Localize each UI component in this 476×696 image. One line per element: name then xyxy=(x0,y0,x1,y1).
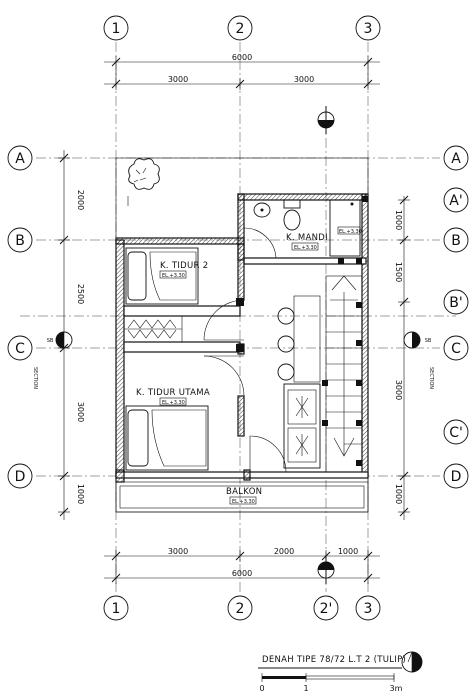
dim-left-3: 3000 xyxy=(76,402,85,422)
bed-master-bedroom xyxy=(125,405,209,471)
grid-row-right-bp: B' xyxy=(449,295,462,311)
grid-row-left-b: B xyxy=(15,233,25,249)
grid-col-bottom-1: 1 xyxy=(112,601,121,617)
room-level-balcony: EL.+3.30 xyxy=(232,499,255,505)
grid-col-top-3: 3 xyxy=(364,21,373,37)
section-side-label-right: SECTION xyxy=(428,367,434,389)
grid-col-bottom-2: 2 xyxy=(236,601,245,617)
grid-bubbles-bottom: 1 2 2' 3 xyxy=(103,595,381,621)
dims-bottom: 3000 2000 1000 6000 xyxy=(104,547,380,584)
dim-left-2: 2500 xyxy=(76,284,85,304)
grid-row-right-a: A xyxy=(451,151,461,167)
small-level-tag: EL.+3.30 xyxy=(339,229,362,235)
room-name-bedroom-2: K. TIDUR 2 xyxy=(160,261,208,271)
room-name-bathroom: K. MANDI xyxy=(286,233,328,243)
dims-top: 6000 3000 3000 xyxy=(104,53,380,90)
grid-row-left-c: C xyxy=(15,341,25,357)
room-name-balcony: BALKON xyxy=(226,487,262,497)
dim-bottom-total: 6000 xyxy=(232,569,252,578)
grid-row-left-d: D xyxy=(15,469,26,485)
grid-col-top-2: 2 xyxy=(236,21,245,37)
scale-label-1: 1 xyxy=(303,684,308,693)
dim-bottom-seg-2: 2000 xyxy=(274,547,294,556)
section-mark-left: SB xyxy=(47,338,54,344)
dim-bottom-seg-3: 1000 xyxy=(338,547,358,556)
dims-right: 1000 1500 3000 1000 xyxy=(394,195,410,520)
grid-row-right-cp: C' xyxy=(449,425,463,441)
dim-bottom-seg-1: 3000 xyxy=(168,547,188,556)
drawing-title: DENAH TIPE 78/72 L.T 2 (TULIP) xyxy=(262,655,406,665)
scale-label-3m: 3m xyxy=(390,684,403,693)
grid-row-right-ap: A' xyxy=(449,193,462,209)
grid-bubbles-right: A A' B B' C C' D xyxy=(443,145,469,489)
grid-row-right-d: D xyxy=(451,469,462,485)
dim-top-seg-1: 3000 xyxy=(168,75,188,84)
title-block: DENAH TIPE 78/72 L.T 2 (TULIP) 0 1 3m xyxy=(258,651,423,693)
doors xyxy=(203,299,287,473)
dim-left-4: 1000 xyxy=(76,484,85,504)
section-side-label-left: SECTION xyxy=(32,367,38,389)
tree-icon xyxy=(127,158,160,206)
grid-row-right-b: B xyxy=(451,233,461,249)
dim-right-2: 1500 xyxy=(394,262,403,282)
grid-col-bottom-3: 3 xyxy=(364,601,373,617)
dim-top-seg-2: 3000 xyxy=(294,75,314,84)
dim-left-1: 2000 xyxy=(76,190,85,210)
room-level-bedroom-2: EL.+3.30 xyxy=(162,273,185,279)
room-level-bathroom: EL.+3.30 xyxy=(294,245,317,251)
scale-bar-solid xyxy=(262,676,306,679)
section-markers: SB SECTION SB SECTION xyxy=(32,106,434,584)
wardrobes xyxy=(123,315,183,343)
scale-label-0: 0 xyxy=(259,684,264,693)
dim-right-1: 1000 xyxy=(394,210,403,230)
dim-right-4: 1000 xyxy=(394,484,403,504)
stools xyxy=(277,295,321,383)
grid-bubbles-left: A B C D xyxy=(7,145,33,489)
room-labels: K. TIDUR 2 EL.+3.30 K. MANDI EL.+3.30 EL… xyxy=(136,226,362,505)
bed-bedroom-2 xyxy=(125,247,199,305)
stairs xyxy=(322,258,363,473)
building-walls xyxy=(115,157,369,513)
dim-top-total: 6000 xyxy=(232,53,252,62)
grid-row-right-c: C xyxy=(451,341,461,357)
grid-axes xyxy=(20,42,456,592)
sofa xyxy=(283,383,321,469)
grid-bubbles-top: 1 2 3 xyxy=(103,15,381,41)
grid-col-bottom-2p: 2' xyxy=(320,601,333,617)
room-level-master-bedroom: EL.+3.30 xyxy=(162,400,185,406)
scale-bar-open xyxy=(305,675,395,680)
room-name-master-bedroom: K. TIDUR UTAMA xyxy=(136,388,210,398)
section-mark-right: SB xyxy=(425,338,432,344)
grid-row-left-a: A xyxy=(15,151,25,167)
dim-right-3: 3000 xyxy=(394,380,403,400)
grid-col-top-1: 1 xyxy=(112,21,121,37)
